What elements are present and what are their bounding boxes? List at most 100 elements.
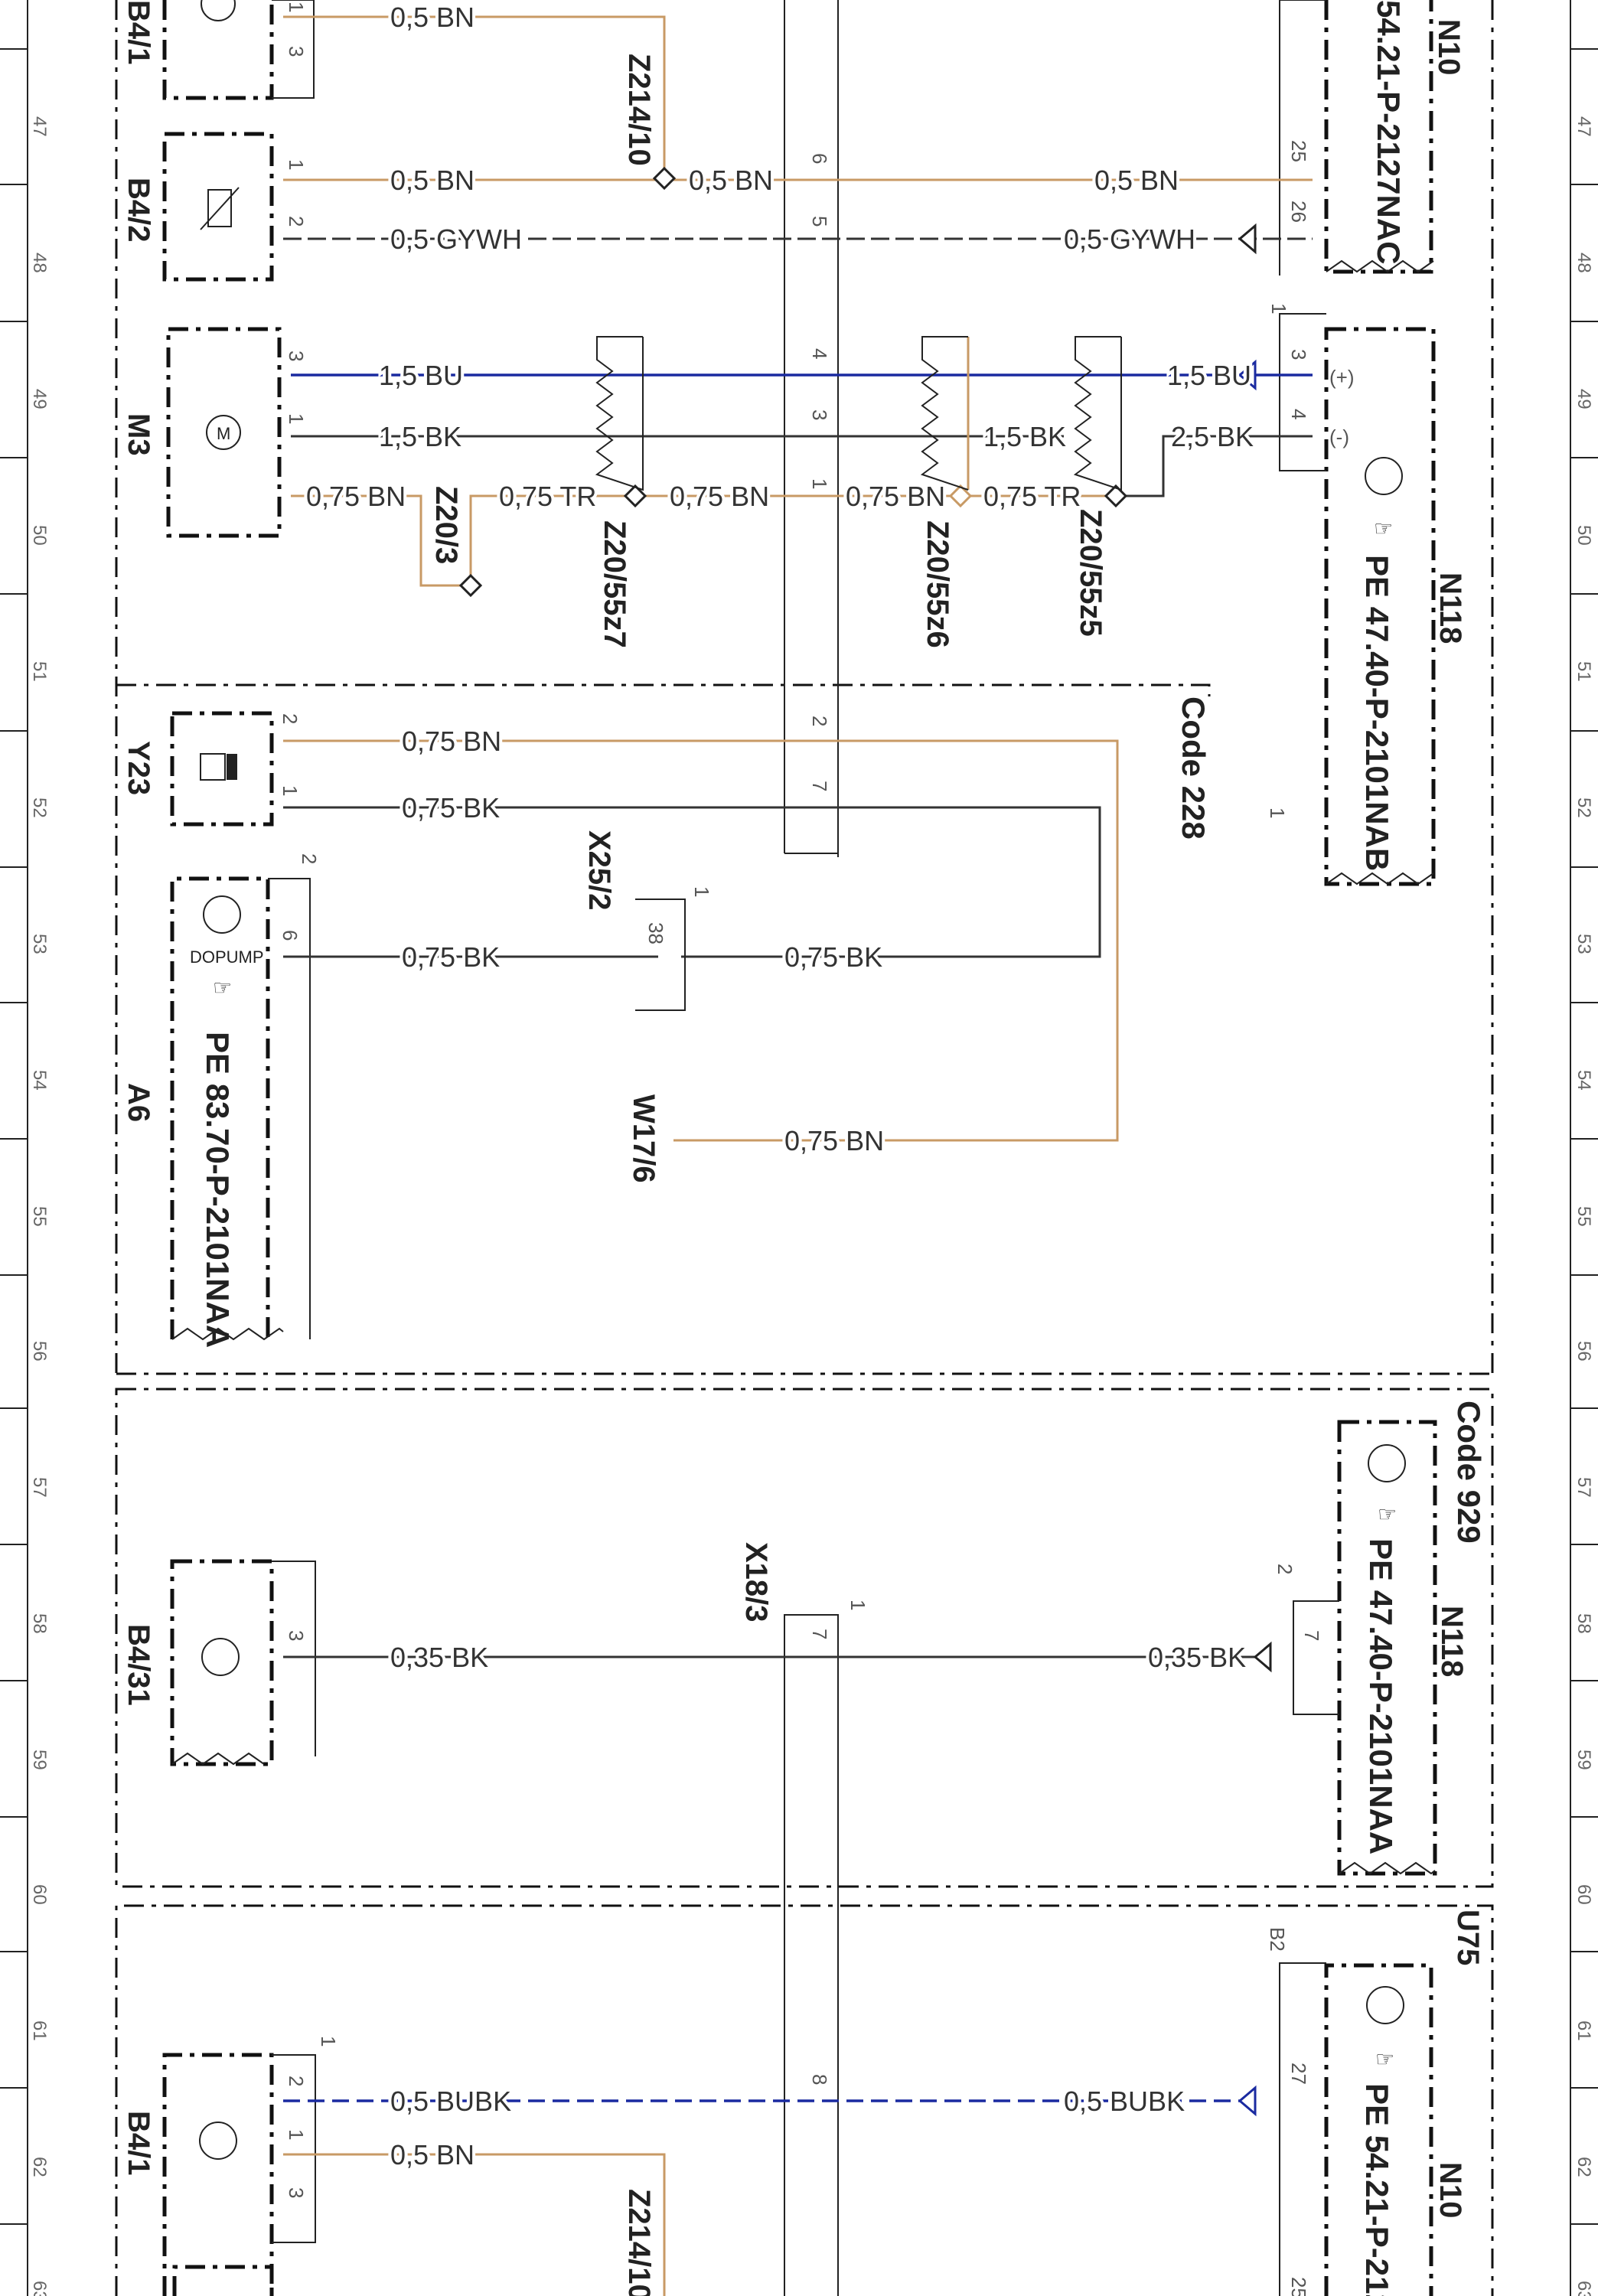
- pin-label: 2: [808, 716, 831, 726]
- pin-label: 1: [846, 1600, 869, 1610]
- document-reference: PE 54.21-P-212: [1359, 2083, 1395, 2296]
- component-b4-1-top: B4/1 1 3: [122, 0, 315, 100]
- ruler-label: 57: [29, 1477, 50, 1498]
- wire-label: 1,5 BK: [983, 421, 1066, 452]
- harness-bundle-top: [784, 0, 839, 857]
- pin-label: 8: [808, 2074, 831, 2085]
- component-n118-top: ☞ PE 47.40-P-2101NAB N118 3 4 1 (+) (-): [1267, 303, 1467, 886]
- connector-label: Z20/55z5: [1074, 509, 1107, 637]
- ruler-label: 53: [1574, 934, 1594, 954]
- pin-label: 3: [808, 409, 831, 420]
- pin-label: 7: [808, 781, 831, 791]
- code-929-label: Code 929: [1451, 1401, 1487, 1544]
- wire-label: 0,75 BK: [402, 792, 500, 823]
- component-a6: DOPUMP ☞ PE 83.70-P-2101NAA A6 6 2: [122, 853, 321, 1348]
- component-label: Y23: [122, 741, 155, 795]
- a6-pin-label: DOPUMP: [190, 947, 264, 967]
- component-label: A6: [122, 1083, 155, 1122]
- ruler-label: 49: [1574, 389, 1594, 409]
- ruler-label: 56: [1574, 1341, 1594, 1362]
- splice-z214-10: [652, 166, 677, 191]
- right-ruler: 47 48 49 50 51 52 53 54 55 56 57 58 59 6…: [1570, 0, 1598, 2296]
- connector-label: Z20/55z6: [921, 520, 954, 648]
- pin-label: 3: [1287, 349, 1310, 360]
- pin-label: 1: [690, 886, 713, 897]
- connector-label: Z214/10: [622, 54, 656, 166]
- ruler-label: 56: [29, 1341, 50, 1362]
- splice-z20-55z7: [623, 484, 647, 508]
- document-reference: PE 47.40-P-2101NAB: [1359, 555, 1395, 871]
- pin-label: 38: [644, 922, 667, 944]
- component-label: B4/31: [122, 1624, 155, 1706]
- connector-x25-2: 38 1: [635, 886, 713, 1011]
- wire-label: 0,5 GYWH: [1064, 223, 1195, 255]
- ruler-label: 61: [1574, 2020, 1594, 2041]
- motor-icon: [206, 415, 241, 450]
- wire-label: 0,5 BN: [390, 2, 475, 33]
- valve-icon: [200, 753, 226, 781]
- arrow-icon: [1238, 2085, 1257, 2117]
- twisted-pair-shield: [1073, 336, 1122, 491]
- pin-label: 5: [808, 216, 831, 227]
- component-b4-2: B4/2 1 2: [122, 132, 308, 282]
- control-unit-icon: [1368, 1444, 1406, 1482]
- ruler-label: 58: [1574, 1613, 1594, 1634]
- pin-label: 3: [285, 46, 308, 57]
- ruler-label: 47: [29, 116, 50, 137]
- ruler-label: 60: [29, 1884, 50, 1905]
- pin-label: 1: [285, 159, 308, 170]
- connector-label: Z214/10: [622, 2189, 656, 2296]
- wire-label: 0,75 BK: [784, 941, 882, 973]
- wire-label: 0,5 BN: [689, 165, 773, 196]
- wire-label: 1,5 BU: [1167, 360, 1251, 391]
- pointer-icon: ☞: [213, 976, 232, 1000]
- ruler-label: 57: [1574, 1477, 1594, 1498]
- pin-label: 1: [808, 478, 831, 489]
- pin-label: 6: [808, 153, 831, 164]
- ruler-label: 62: [29, 2157, 50, 2177]
- ruler-label: 63: [29, 2281, 50, 2296]
- wire-label: 0,75 TR: [499, 481, 596, 512]
- wire-label: 1,5 BU: [379, 360, 463, 391]
- pin-label: 1: [317, 2036, 340, 2047]
- sensor-icon: [199, 2122, 237, 2160]
- pin-label: 27: [1287, 2063, 1310, 2085]
- pin-label: (+): [1329, 366, 1355, 389]
- component-n10-bottom: ☞ PE 54.21-P-212 N10 U75 B2 27 25: [1266, 1910, 1485, 2296]
- component-b4-1-bottom: B4/1 2 1 3 1: [122, 2036, 340, 2296]
- control-unit-icon: [1366, 1986, 1404, 2024]
- ruler-label: 63: [1574, 2281, 1594, 2296]
- ruler-label: 54: [1574, 1070, 1594, 1091]
- ruler-label: 49: [29, 389, 50, 409]
- component-n118-mid: ☞ PE 47.40-P-2101NAA N118 7 2: [1274, 1420, 1469, 1876]
- pin-label: 2: [279, 713, 302, 724]
- pin-label: 1: [279, 785, 302, 796]
- wire-black: [1116, 435, 1313, 497]
- ruler-label: 52: [29, 797, 50, 818]
- ruler-label: 62: [1574, 2157, 1594, 2177]
- wire-brown: [283, 739, 1119, 1142]
- component-label: N118: [1435, 1606, 1469, 1677]
- pin-label: 25: [1287, 2277, 1310, 2296]
- component-label: B4/1: [122, 2111, 155, 2176]
- pin-label: 2: [285, 216, 308, 227]
- component-label: B4/1: [122, 0, 155, 65]
- svg-text:M: M: [217, 424, 230, 443]
- wire-label: 0,75 BN: [784, 1125, 884, 1156]
- harness-bundle-bottom: [784, 1614, 839, 2296]
- component-b4-31: B4/31 3: [122, 1559, 316, 1766]
- ruler-label: 54: [29, 1070, 50, 1091]
- arrow-icon: [1253, 1641, 1272, 1673]
- connector-label: X25/2: [582, 830, 616, 911]
- ruler-label: 53: [29, 934, 50, 954]
- ruler-label: 58: [29, 1613, 50, 1634]
- splice-z20-55z6: [948, 484, 973, 508]
- wire-brown: [283, 15, 666, 178]
- component-label: B4/2: [122, 178, 155, 243]
- pin-label: B2: [1266, 1927, 1289, 1952]
- component-partial-bottom: [172, 2265, 274, 2296]
- component-label: N118: [1433, 572, 1467, 644]
- wire-label: 0,75 TR: [983, 481, 1081, 512]
- control-unit-icon: [203, 895, 241, 934]
- splice-z20-55z5: [1104, 484, 1128, 508]
